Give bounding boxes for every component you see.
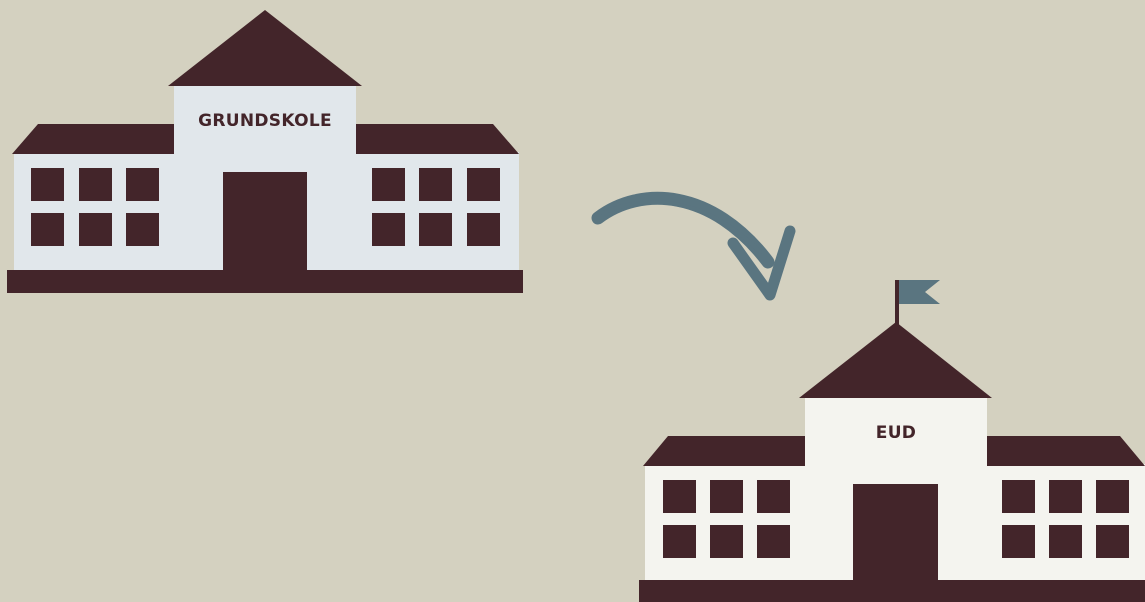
building-label-grundskole: GRUNDSKOLE	[198, 111, 332, 131]
door	[853, 484, 938, 584]
curved-arrow-icon	[598, 198, 790, 295]
building-label-eud: EUD	[876, 423, 916, 443]
right-wing-roof	[985, 436, 1145, 466]
central-roof	[168, 10, 362, 86]
building-base	[7, 270, 523, 293]
school-building-icon: GRUNDSKOLE	[7, 10, 523, 293]
flag-icon	[899, 280, 940, 304]
left-wing-roof	[643, 436, 806, 466]
door	[223, 172, 307, 272]
right-wing-roof	[355, 124, 519, 154]
building-base	[639, 580, 1145, 602]
central-roof	[799, 322, 992, 398]
school-building-icon: EUD	[639, 280, 1145, 602]
left-wing-roof	[12, 124, 176, 154]
